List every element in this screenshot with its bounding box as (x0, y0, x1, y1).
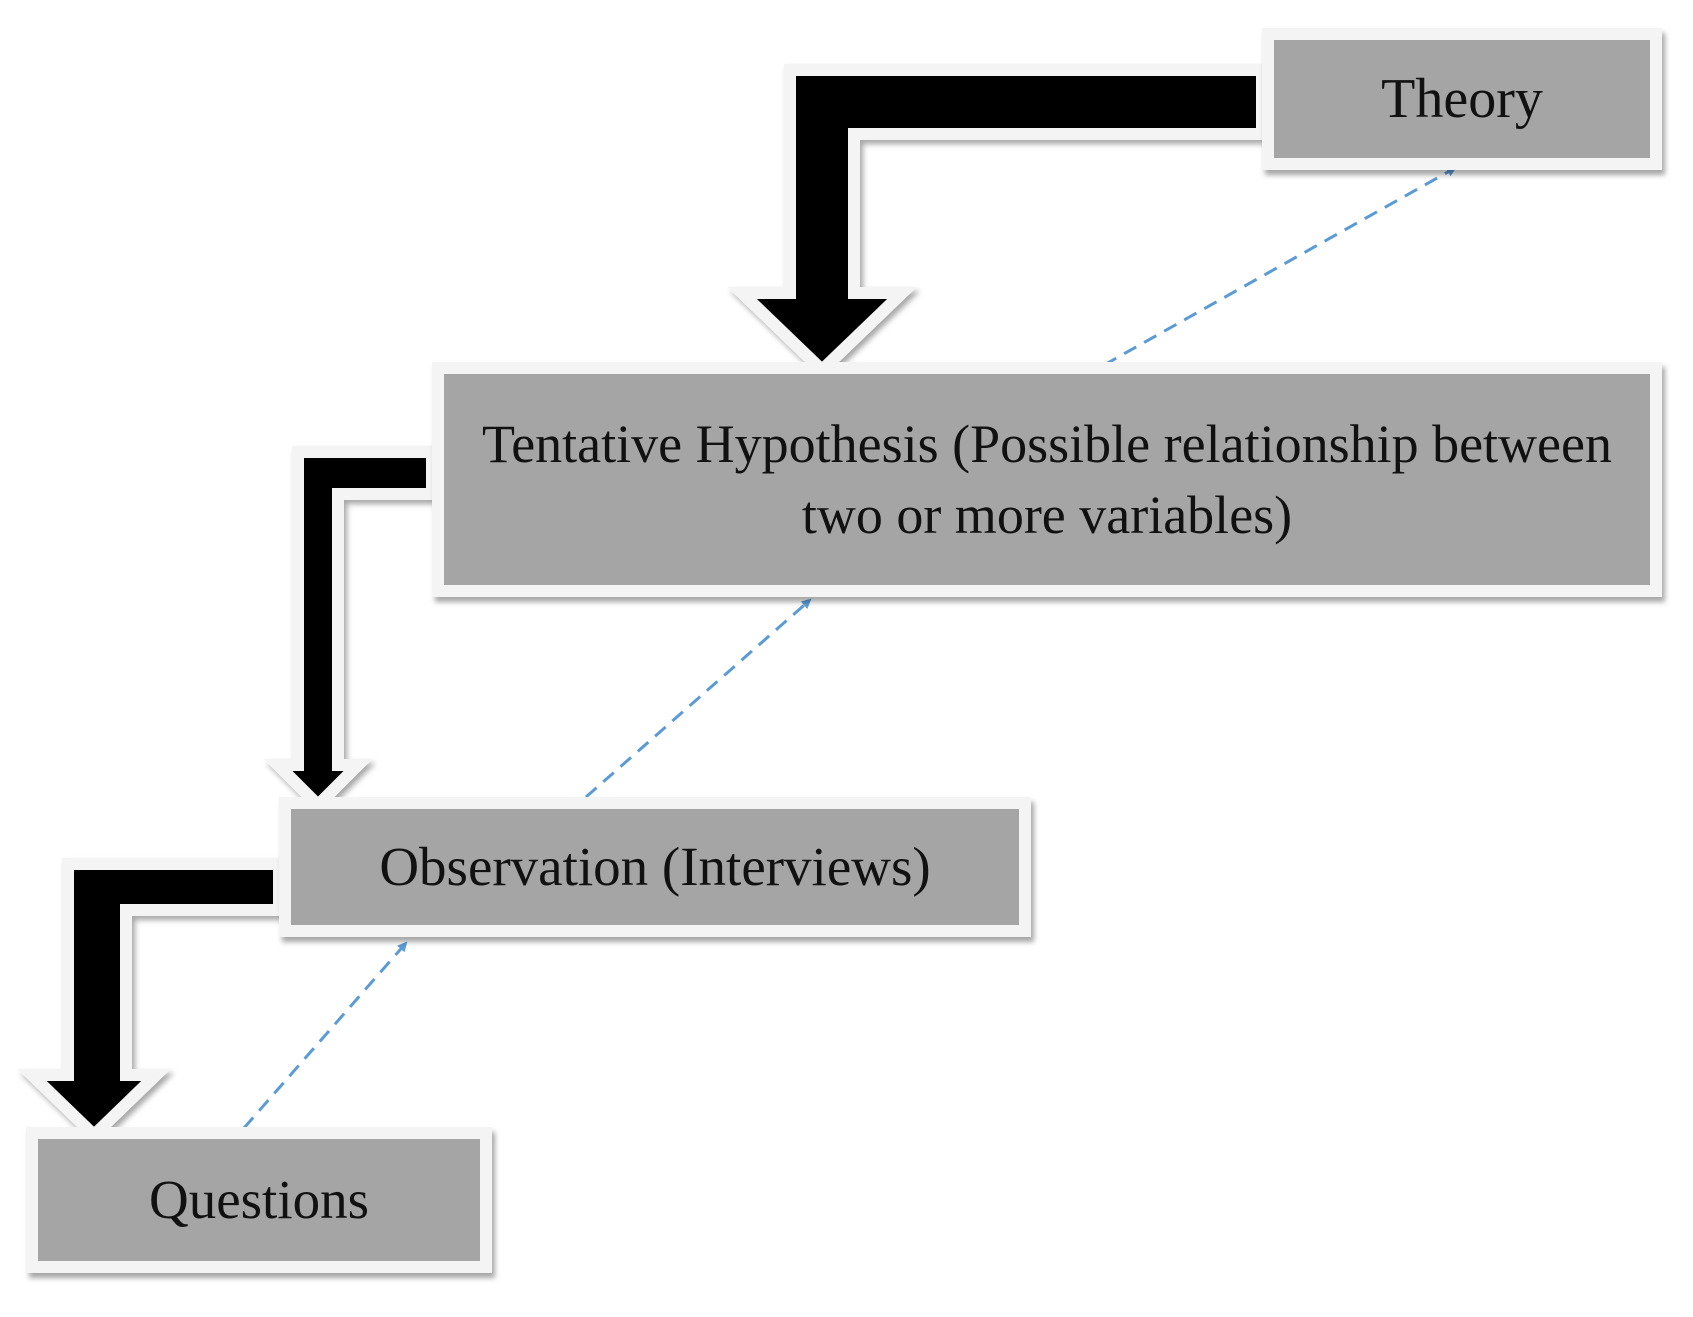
theory-label: Theory (1381, 67, 1543, 130)
theory-box: Theory (1262, 28, 1662, 170)
arrow-hypothesis-to-observation (263, 446, 438, 814)
dashed-arrow-observation-to-hypothesis (585, 598, 812, 799)
questions-box: Questions (26, 1127, 492, 1273)
hypothesis-label: Tentative Hypothesis (Possible relations… (482, 414, 1612, 545)
dashed-arrow-hypothesis-to-theory (1103, 166, 1457, 367)
questions-label: Questions (149, 1169, 369, 1231)
dashed-arrow-questions-to-observation (242, 941, 408, 1129)
observation-label: Observation (Interviews) (379, 836, 931, 898)
arrow-theory-to-hypothesis (727, 64, 1268, 379)
arrow-observation-to-questions (17, 858, 285, 1144)
hypothesis-box: Tentative Hypothesis (Possible relations… (432, 362, 1662, 597)
observation-box: Observation (Interviews) (279, 797, 1031, 937)
